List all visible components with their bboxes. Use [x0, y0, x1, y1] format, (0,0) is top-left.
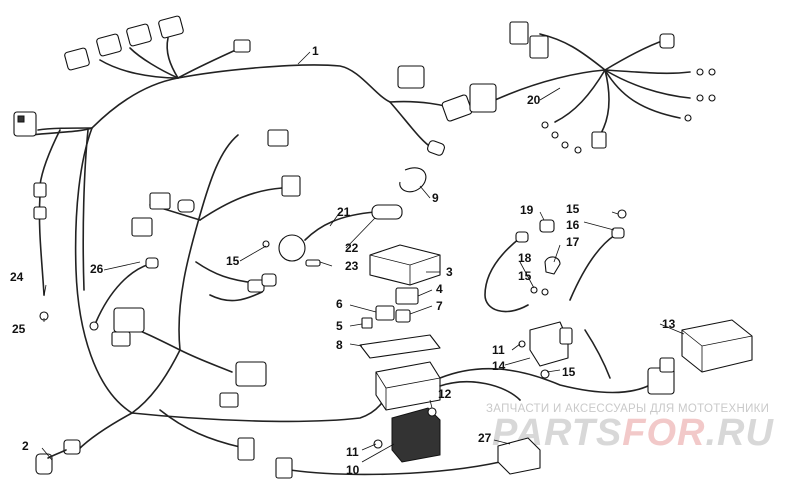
part-20-harness	[469, 21, 716, 154]
callout-25: 25	[12, 322, 26, 336]
part-14-starter-relay	[529, 321, 573, 367]
part-10-regulator	[391, 407, 441, 463]
part-9-clip	[399, 167, 427, 193]
callout-16: 16	[566, 218, 580, 232]
fuse-block-base	[375, 361, 441, 411]
callout-10: 10	[346, 463, 360, 477]
part-4-relay	[395, 287, 419, 305]
part-13-ecu	[681, 319, 753, 373]
part-3-fuse-box-cover	[369, 244, 441, 286]
callout-23: 23	[345, 259, 359, 273]
part-7-fuse	[395, 309, 411, 323]
callout-2: 2	[22, 439, 29, 453]
part-11-screw	[373, 439, 383, 449]
callout-20: 20	[527, 93, 541, 107]
part-26-ground-lead	[89, 257, 159, 331]
part-15-nut-right	[541, 288, 549, 296]
watermark-tagline: ЗАПЧАСТИ И АКСЕССУАРЫ ДЛЯ МОТОТЕХНИКИ	[486, 403, 770, 415]
callout-15-top: 15	[566, 202, 580, 216]
callout-8: 8	[336, 338, 343, 352]
callout-27: 27	[478, 431, 492, 445]
callout-22: 22	[345, 241, 359, 255]
part-22-23-fasteners	[262, 240, 321, 267]
part-18-cable	[484, 231, 529, 313]
part-17-boot	[544, 256, 561, 275]
callout-24: 24	[10, 270, 24, 284]
part-15-nut-bottom	[540, 369, 550, 379]
callout-19: 19	[520, 203, 534, 217]
callout-21: 21	[337, 205, 351, 219]
callout-6: 6	[336, 297, 343, 311]
part-27-harness	[275, 437, 541, 479]
callout-15-bottom: 15	[562, 365, 576, 379]
callout-15-left: 15	[226, 254, 240, 268]
part-16-cable	[569, 227, 625, 301]
callout-7: 7	[436, 299, 443, 313]
callout-4: 4	[436, 282, 443, 296]
part-21-bracket	[278, 204, 403, 262]
part-11-bolt	[518, 340, 526, 348]
callout-3: 3	[446, 265, 453, 279]
callout-5: 5	[336, 319, 343, 333]
callout-26: 26	[90, 262, 104, 276]
callout-15-middle: 15	[518, 269, 532, 283]
part-12-nut	[427, 407, 437, 417]
right-harness	[439, 329, 675, 401]
part-19-boot	[539, 219, 555, 233]
part-15-nut-left	[530, 286, 538, 294]
callout-18: 18	[518, 251, 532, 265]
part-6-relay	[375, 305, 395, 321]
part-2-connector	[35, 449, 67, 475]
callout-11-lower: 11	[346, 445, 359, 459]
callout-12: 12	[438, 387, 452, 401]
callout-1: 1	[312, 44, 319, 58]
callout-13: 13	[662, 317, 676, 331]
part-15-nut-top	[617, 209, 627, 219]
callout-11-upper: 11	[492, 343, 505, 357]
part-8-fuse-panel	[359, 334, 441, 359]
callout-17: 17	[566, 235, 580, 249]
main-harness-connectors	[13, 15, 473, 461]
part-24-pigtail	[33, 129, 61, 296]
callout-9: 9	[432, 191, 439, 205]
leader-lines	[41, 51, 685, 463]
callout-labels: 1 2 3 4 5 6 7 8 9 10 11 11 12 13 14 15 1…	[10, 44, 676, 477]
part-5-fuse	[361, 317, 373, 329]
callout-14: 14	[492, 359, 506, 373]
